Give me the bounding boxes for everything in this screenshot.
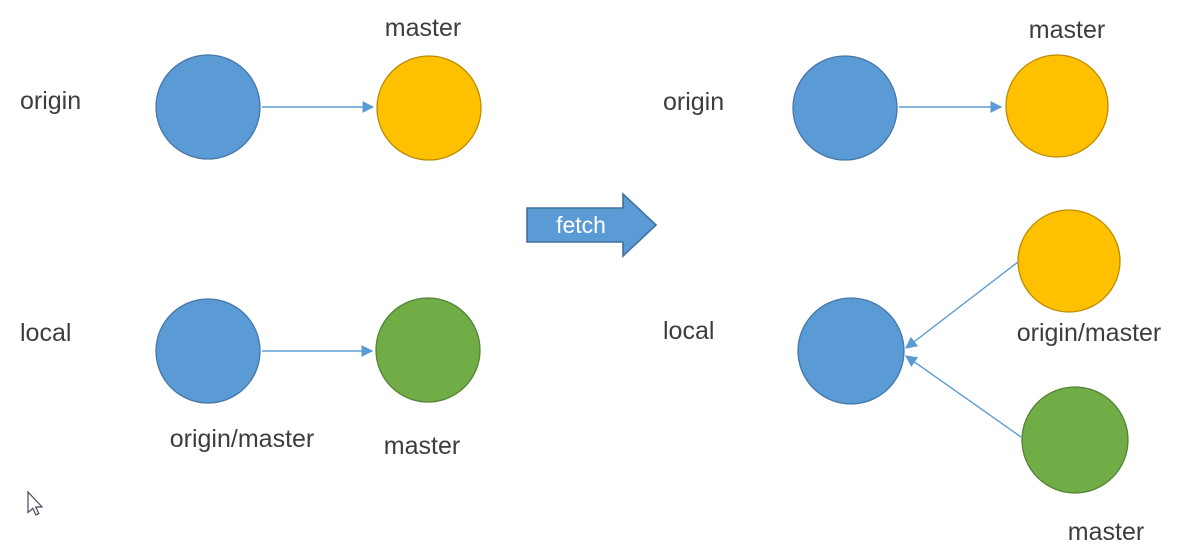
before-origin-master-node <box>376 55 482 161</box>
after-local-commit-node <box>797 297 905 405</box>
fetch-arrow-label: fetch <box>556 212 606 238</box>
before-local-tracking-label: origin/master <box>170 425 315 453</box>
after-local-tracking-label: origin/master <box>1017 319 1162 347</box>
after-local-master-label: master <box>1068 518 1144 544</box>
mouse-cursor-icon <box>27 490 44 516</box>
before-origin-row-label: origin <box>20 87 81 115</box>
after-master-to-local-connector <box>905 355 1022 438</box>
before-local-master-label: master <box>384 432 460 460</box>
after-local-master-node <box>1021 386 1129 494</box>
before-origin-commit-node <box>155 54 261 160</box>
after-local-origin-master-node <box>1017 209 1121 313</box>
before-local-master-node <box>375 297 481 403</box>
before-origin-master-label: master <box>385 14 461 42</box>
fetch-arrow <box>526 192 658 258</box>
after-origin-row-label: origin <box>663 88 724 116</box>
after-origin-master-node <box>1005 54 1109 158</box>
after-origin-commit-node <box>792 55 898 161</box>
before-local-row-label: local <box>20 319 71 347</box>
after-local-row-label: local <box>663 317 714 345</box>
after-origin-master-label: master <box>1029 16 1105 44</box>
after-origin-master-to-local-connector <box>905 261 1019 349</box>
before-local-commit-node <box>155 298 261 404</box>
